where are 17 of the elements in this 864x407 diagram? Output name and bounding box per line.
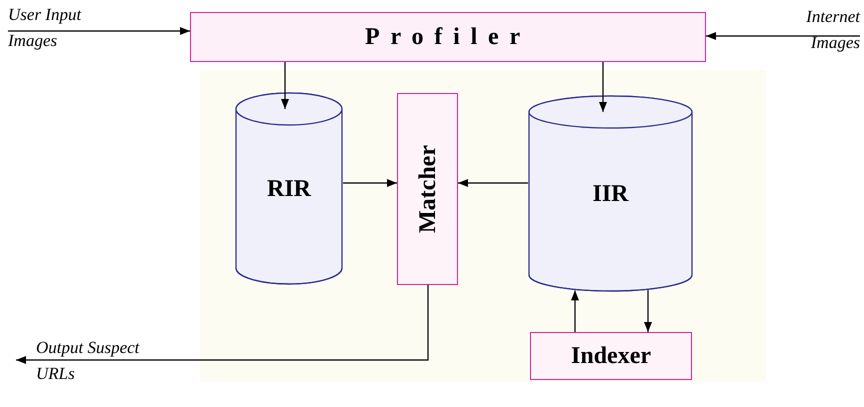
database-cylinder: IIR [528, 95, 693, 292]
arrow [343, 179, 397, 187]
input-output-label: Internet Images [760, 4, 860, 56]
arrow [571, 290, 579, 332]
arrow [16, 285, 429, 364]
database-cylinder: RIR [235, 92, 343, 285]
arrow [8, 27, 190, 35]
process-box: Matcher [397, 93, 458, 285]
process-box: Indexer [530, 332, 692, 380]
arrow [706, 32, 860, 40]
process-box: Profiler [190, 12, 706, 62]
input-output-label: User Input Images [8, 2, 106, 54]
arrow [458, 179, 528, 187]
arrow [281, 62, 289, 109]
arrow [644, 290, 652, 332]
arrow [599, 62, 607, 112]
input-output-label: Output Suspect URLs [16, 335, 148, 387]
